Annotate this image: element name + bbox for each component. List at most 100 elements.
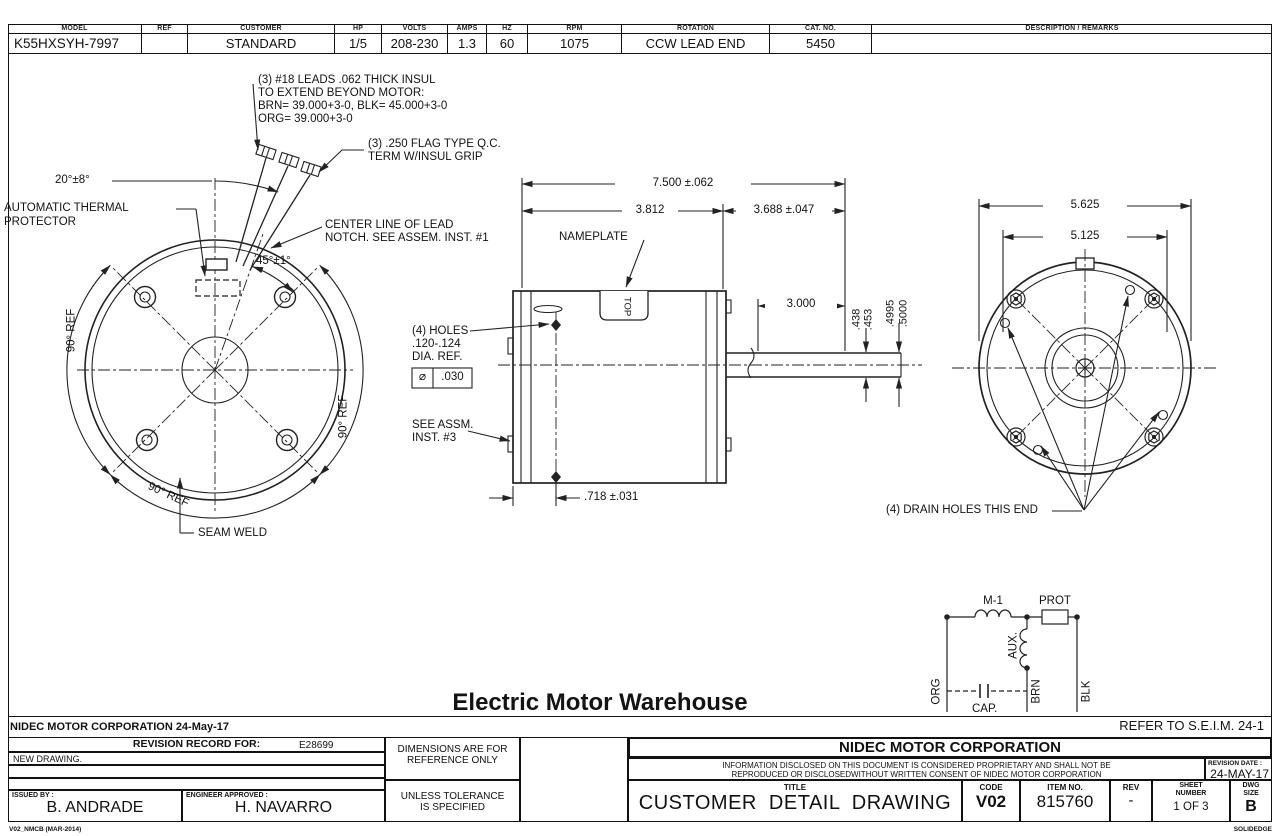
spec-value-customer: STANDARD — [225, 35, 297, 51]
hole-offset-dim: .718 ±.031 — [584, 491, 639, 503]
cad-system-note: SOLIDEDGE — [1233, 826, 1272, 833]
spec-col-description: DESCRIPTION / REMARKS — [872, 24, 1272, 53]
spec-value-model: K55HXSYH-7997 — [14, 35, 120, 51]
angle-45-dim: 45°±1° — [256, 255, 291, 267]
spec-col-volts: VOLTS 208-230 — [382, 24, 448, 53]
mounting-holes-note: DIA. REF. — [412, 351, 463, 363]
spec-value-hz: 60 — [499, 35, 515, 51]
side-view-drawing — [411, 178, 922, 506]
spec-col-customer: CUSTOMER STANDARD — [188, 24, 335, 53]
revision-date-cell: REVISION DATE : 24-MAY-17 — [1205, 758, 1272, 781]
leads-note: TO EXTEND BEYOND MOTOR: — [258, 87, 425, 99]
revision-date-label: REVISION DATE : — [1208, 760, 1263, 767]
rev-value: - — [1128, 792, 1134, 809]
proprietary-note: REPRODUCED OR DISCLOSEDWITHOUT WRITTEN C… — [731, 770, 1102, 779]
dwg-size-label: SIZE — [1243, 790, 1259, 797]
angle-20-dim: 20°±8° — [55, 174, 90, 186]
spec-col-amps: AMPS 1.3 — [448, 24, 487, 53]
code-cell: CODE V02 — [962, 780, 1020, 822]
dwg-size-cell: DWG SIZE B — [1230, 780, 1272, 822]
spec-header: AMPS — [448, 24, 486, 34]
assembly-note: INST. #3 — [412, 432, 457, 444]
main-winding-label: M-1 — [983, 595, 1003, 607]
top-marker: TOP — [621, 296, 633, 317]
dimensions-note: DIMENSIONS ARE FOR — [397, 744, 508, 755]
code-label: CODE — [979, 783, 1003, 792]
lead-notch-note: NOTCH. SEE ASSEM. INST. #1 — [325, 232, 489, 244]
drain-holes-note: (4) DRAIN HOLES THIS END — [886, 504, 1038, 516]
issued-by-label: ISSUED BY : — [12, 792, 54, 799]
revision-record-number: E28699 — [299, 740, 334, 751]
title-cell: TITLE CUSTOMER DETAIL DRAWING — [628, 780, 962, 822]
spec-col-rpm: RPM 1075 — [528, 24, 622, 53]
sheet-label: SHEET — [1179, 782, 1203, 789]
brn-lead-label: BRN — [1030, 679, 1043, 704]
title-label: TITLE — [783, 783, 807, 792]
spec-table: MODEL K55HXSYH-7997 REF CUSTOMER STANDAR… — [8, 24, 1272, 54]
watermark-text: Electric Motor Warehouse — [452, 689, 748, 716]
spec-col-catno: CAT. NO. 5450 — [770, 24, 872, 53]
drawing-title: CUSTOMER DETAIL DRAWING — [638, 792, 952, 814]
revision-note-cell: NEW DRAWING. — [8, 752, 385, 765]
shaft-diameter-dim: .4995 — [884, 299, 897, 328]
tolerance-note-cell: UNLESS TOLERANCE IS SPECIFIED — [385, 780, 520, 822]
spec-value-catno: 5450 — [806, 35, 835, 51]
spec-header: RPM — [528, 24, 621, 34]
sheet-label: NUMBER — [1175, 790, 1207, 797]
diameter-symbol: ⌀ — [418, 369, 427, 383]
rear-view-drawing — [952, 199, 1218, 512]
overall-length-dim: 7.500 ±.062 — [615, 177, 751, 190]
spec-header: REF — [142, 24, 187, 34]
rear-outer-dim: 5.625 — [1043, 199, 1127, 212]
ref-90-dim: 90° REF — [65, 308, 78, 353]
spec-value-rpm: 1075 — [560, 35, 589, 51]
spec-col-rotation: ROTATION CCW LEAD END — [622, 24, 770, 53]
revision-empty-row — [8, 778, 385, 790]
seim-reference: REFER TO S.E.I.M. 24-1 — [1119, 718, 1264, 733]
proprietary-cell: INFORMATION DISCLOSED ON THIS DOCUMENT I… — [628, 758, 1205, 780]
spec-header: DESCRIPTION / REMARKS — [872, 24, 1272, 34]
leads-note: ORG= 39.000+3-0 — [258, 113, 353, 125]
rear-bolts — [1006, 289, 1164, 447]
nameplate-note: NAMEPLATE — [559, 231, 628, 243]
field-divider — [8, 716, 1272, 717]
spec-col-ref: REF — [142, 24, 188, 53]
spec-value-hp: 1/5 — [348, 35, 368, 51]
revision-record-label: REVISION RECORD FOR: — [132, 738, 261, 750]
item-no-label: ITEM NO. — [1047, 783, 1083, 792]
flag-terminal-note: TERM W/INSUL GRIP — [368, 151, 483, 163]
shaft-length-dim: 3.000 — [765, 298, 837, 311]
issued-by-cell: ISSUED BY : B. ANDRADE — [8, 790, 182, 822]
shaft-diameter-dim: .5000 — [897, 299, 910, 328]
thermal-protector-note: PROTECTOR — [4, 216, 76, 228]
flag-terminal-note: (3) .250 FLAG TYPE Q.C. — [368, 138, 501, 150]
spec-header: HZ — [487, 24, 527, 34]
mounting-holes-note: .120-.124 — [412, 338, 461, 350]
item-no-value: 815760 — [1036, 792, 1094, 811]
spec-header: HP — [335, 24, 381, 34]
dwg-size-label: DWG — [1242, 782, 1260, 789]
front-view-drawing — [66, 83, 364, 534]
spec-value-rotation: CCW LEAD END — [645, 35, 746, 51]
wiring-schematic — [944, 609, 1080, 712]
engineer-approved-cell: ENGINEER APPROVED : H. NAVARRO — [182, 790, 385, 822]
corp-date-note: NIDEC MOTOR CORPORATION 24-May-17 — [10, 721, 230, 733]
code-value: V02 — [975, 792, 1007, 811]
tolerance-note: IS SPECIFIED — [419, 802, 485, 813]
dimensions-note-cell: DIMENSIONS ARE FOR REFERENCE ONLY — [385, 737, 520, 780]
dwg-size-value: B — [1245, 798, 1257, 815]
spec-header: MODEL — [8, 24, 141, 34]
spec-col-hz: HZ 60 — [487, 24, 528, 53]
engineer-approved-name: H. NAVARRO — [234, 799, 333, 816]
spec-header: ROTATION — [622, 24, 769, 34]
ref-90-dim: 90° REF — [337, 394, 350, 439]
spec-value-amps: 1.3 — [457, 35, 477, 51]
sheet-value: 1 OF 3 — [1173, 801, 1209, 813]
form-code-note: V02_NMCB (MAR-2014) — [9, 826, 82, 833]
blk-lead-label: BLK — [1080, 680, 1093, 703]
lead-notch-note: CENTER LINE OF LEAD — [325, 219, 454, 231]
dimensions-note: REFERENCE ONLY — [407, 755, 498, 766]
rear-inner-dim: 5.125 — [1043, 230, 1127, 243]
proprietary-note: INFORMATION DISCLOSED ON THIS DOCUMENT I… — [722, 761, 1111, 770]
